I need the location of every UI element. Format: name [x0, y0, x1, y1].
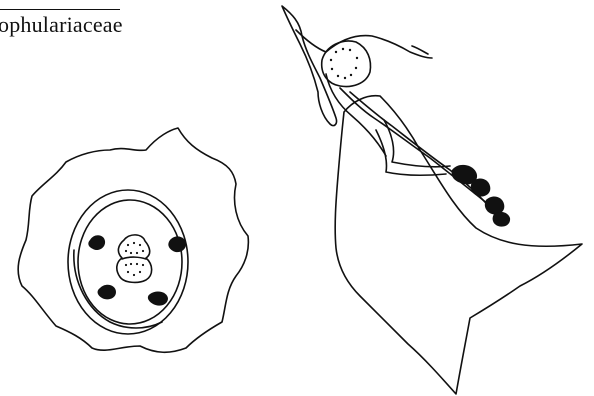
tube-inner-wall-2 [376, 130, 446, 175]
anther [168, 236, 186, 252]
upper-lip-lobe-inner [296, 30, 432, 58]
upper-lip-lobe [282, 6, 337, 126]
nectary-glands [452, 165, 510, 227]
anther [148, 292, 168, 306]
upper-lip-tip [412, 46, 428, 54]
calyx-ring-outer [68, 190, 188, 334]
ovary-septum [122, 257, 146, 259]
pollen-dots [330, 48, 358, 79]
corolla-tube-outline [335, 96, 582, 394]
anther [98, 285, 116, 300]
flower-side-view [282, 6, 582, 394]
ovules-cross-section [125, 242, 144, 276]
filament-strand [340, 88, 488, 204]
anther-sac-outline [322, 41, 371, 87]
filament-strand-2 [350, 92, 500, 220]
calyx-ring-inner [78, 200, 182, 324]
anther [88, 235, 105, 250]
flower-top-view [18, 128, 248, 352]
corolla-outline [18, 128, 248, 352]
anthers [88, 235, 186, 305]
